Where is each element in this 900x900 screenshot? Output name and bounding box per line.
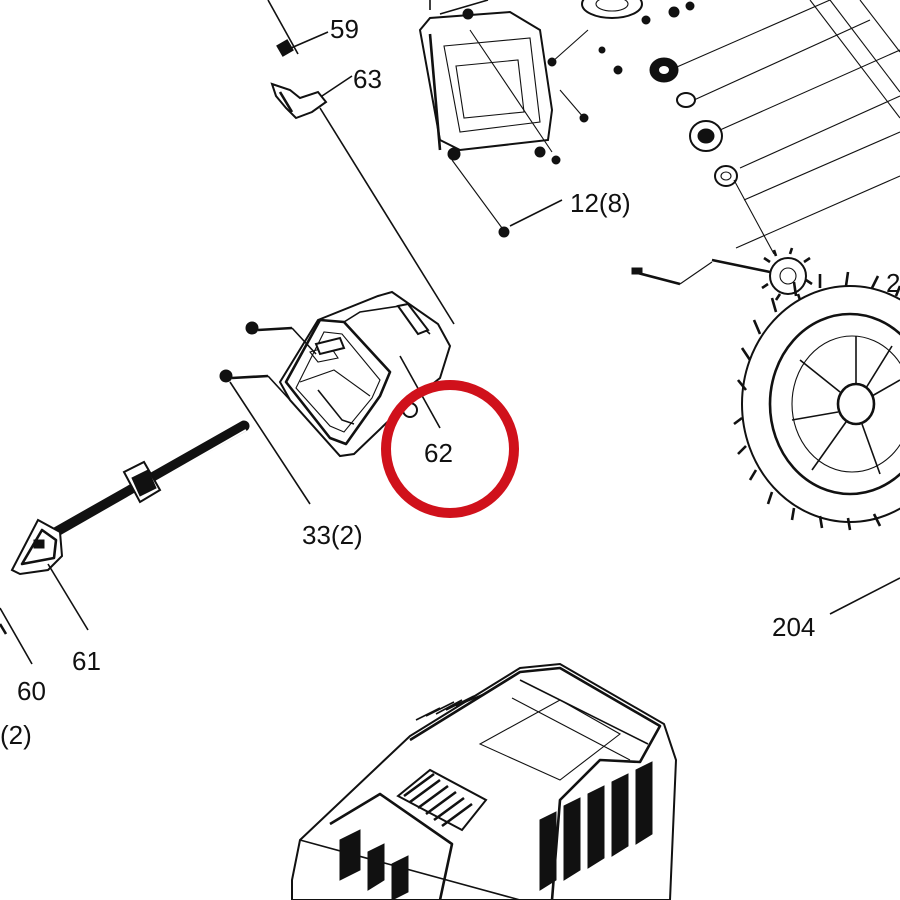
part-12-screw bbox=[498, 226, 510, 238]
top-cover bbox=[418, 0, 589, 165]
part-33-screws bbox=[219, 321, 317, 505]
leader-line bbox=[267, 0, 299, 55]
label-61: 61 bbox=[72, 646, 101, 676]
part-61-switch-assembly bbox=[10, 420, 250, 631]
screw-leader bbox=[469, 29, 553, 153]
screw-leader bbox=[551, 29, 589, 63]
label-2-partial: 2 bbox=[886, 268, 900, 298]
wheel-204 bbox=[733, 271, 900, 531]
leader-line bbox=[319, 107, 455, 325]
leader-60 bbox=[0, 607, 33, 665]
label-63: 63 bbox=[353, 64, 382, 94]
label-60: 60 bbox=[17, 676, 46, 706]
screw-leader bbox=[451, 159, 503, 229]
assembly-guidelines bbox=[669, 0, 900, 255]
small-gear bbox=[761, 247, 813, 301]
leader-204 bbox=[829, 577, 900, 615]
label-33: 33(2) bbox=[302, 520, 363, 550]
battery-charger bbox=[291, 662, 678, 900]
label-204: 204 bbox=[772, 612, 815, 642]
part-63-bracket bbox=[270, 75, 353, 120]
drive-assembly bbox=[581, 0, 738, 187]
part-62-housing bbox=[278, 290, 452, 458]
screw-leader bbox=[559, 89, 585, 119]
part-60-fragment bbox=[0, 623, 8, 635]
label-12: 12(8) bbox=[570, 188, 631, 218]
part-59-screw bbox=[276, 31, 329, 57]
leader-12 bbox=[509, 199, 563, 227]
label-2: (2) bbox=[0, 720, 32, 750]
highlight-circle bbox=[381, 380, 519, 518]
axle-pin bbox=[631, 258, 771, 286]
label-62: 62 bbox=[424, 438, 453, 468]
label-59: 59 bbox=[330, 14, 359, 44]
